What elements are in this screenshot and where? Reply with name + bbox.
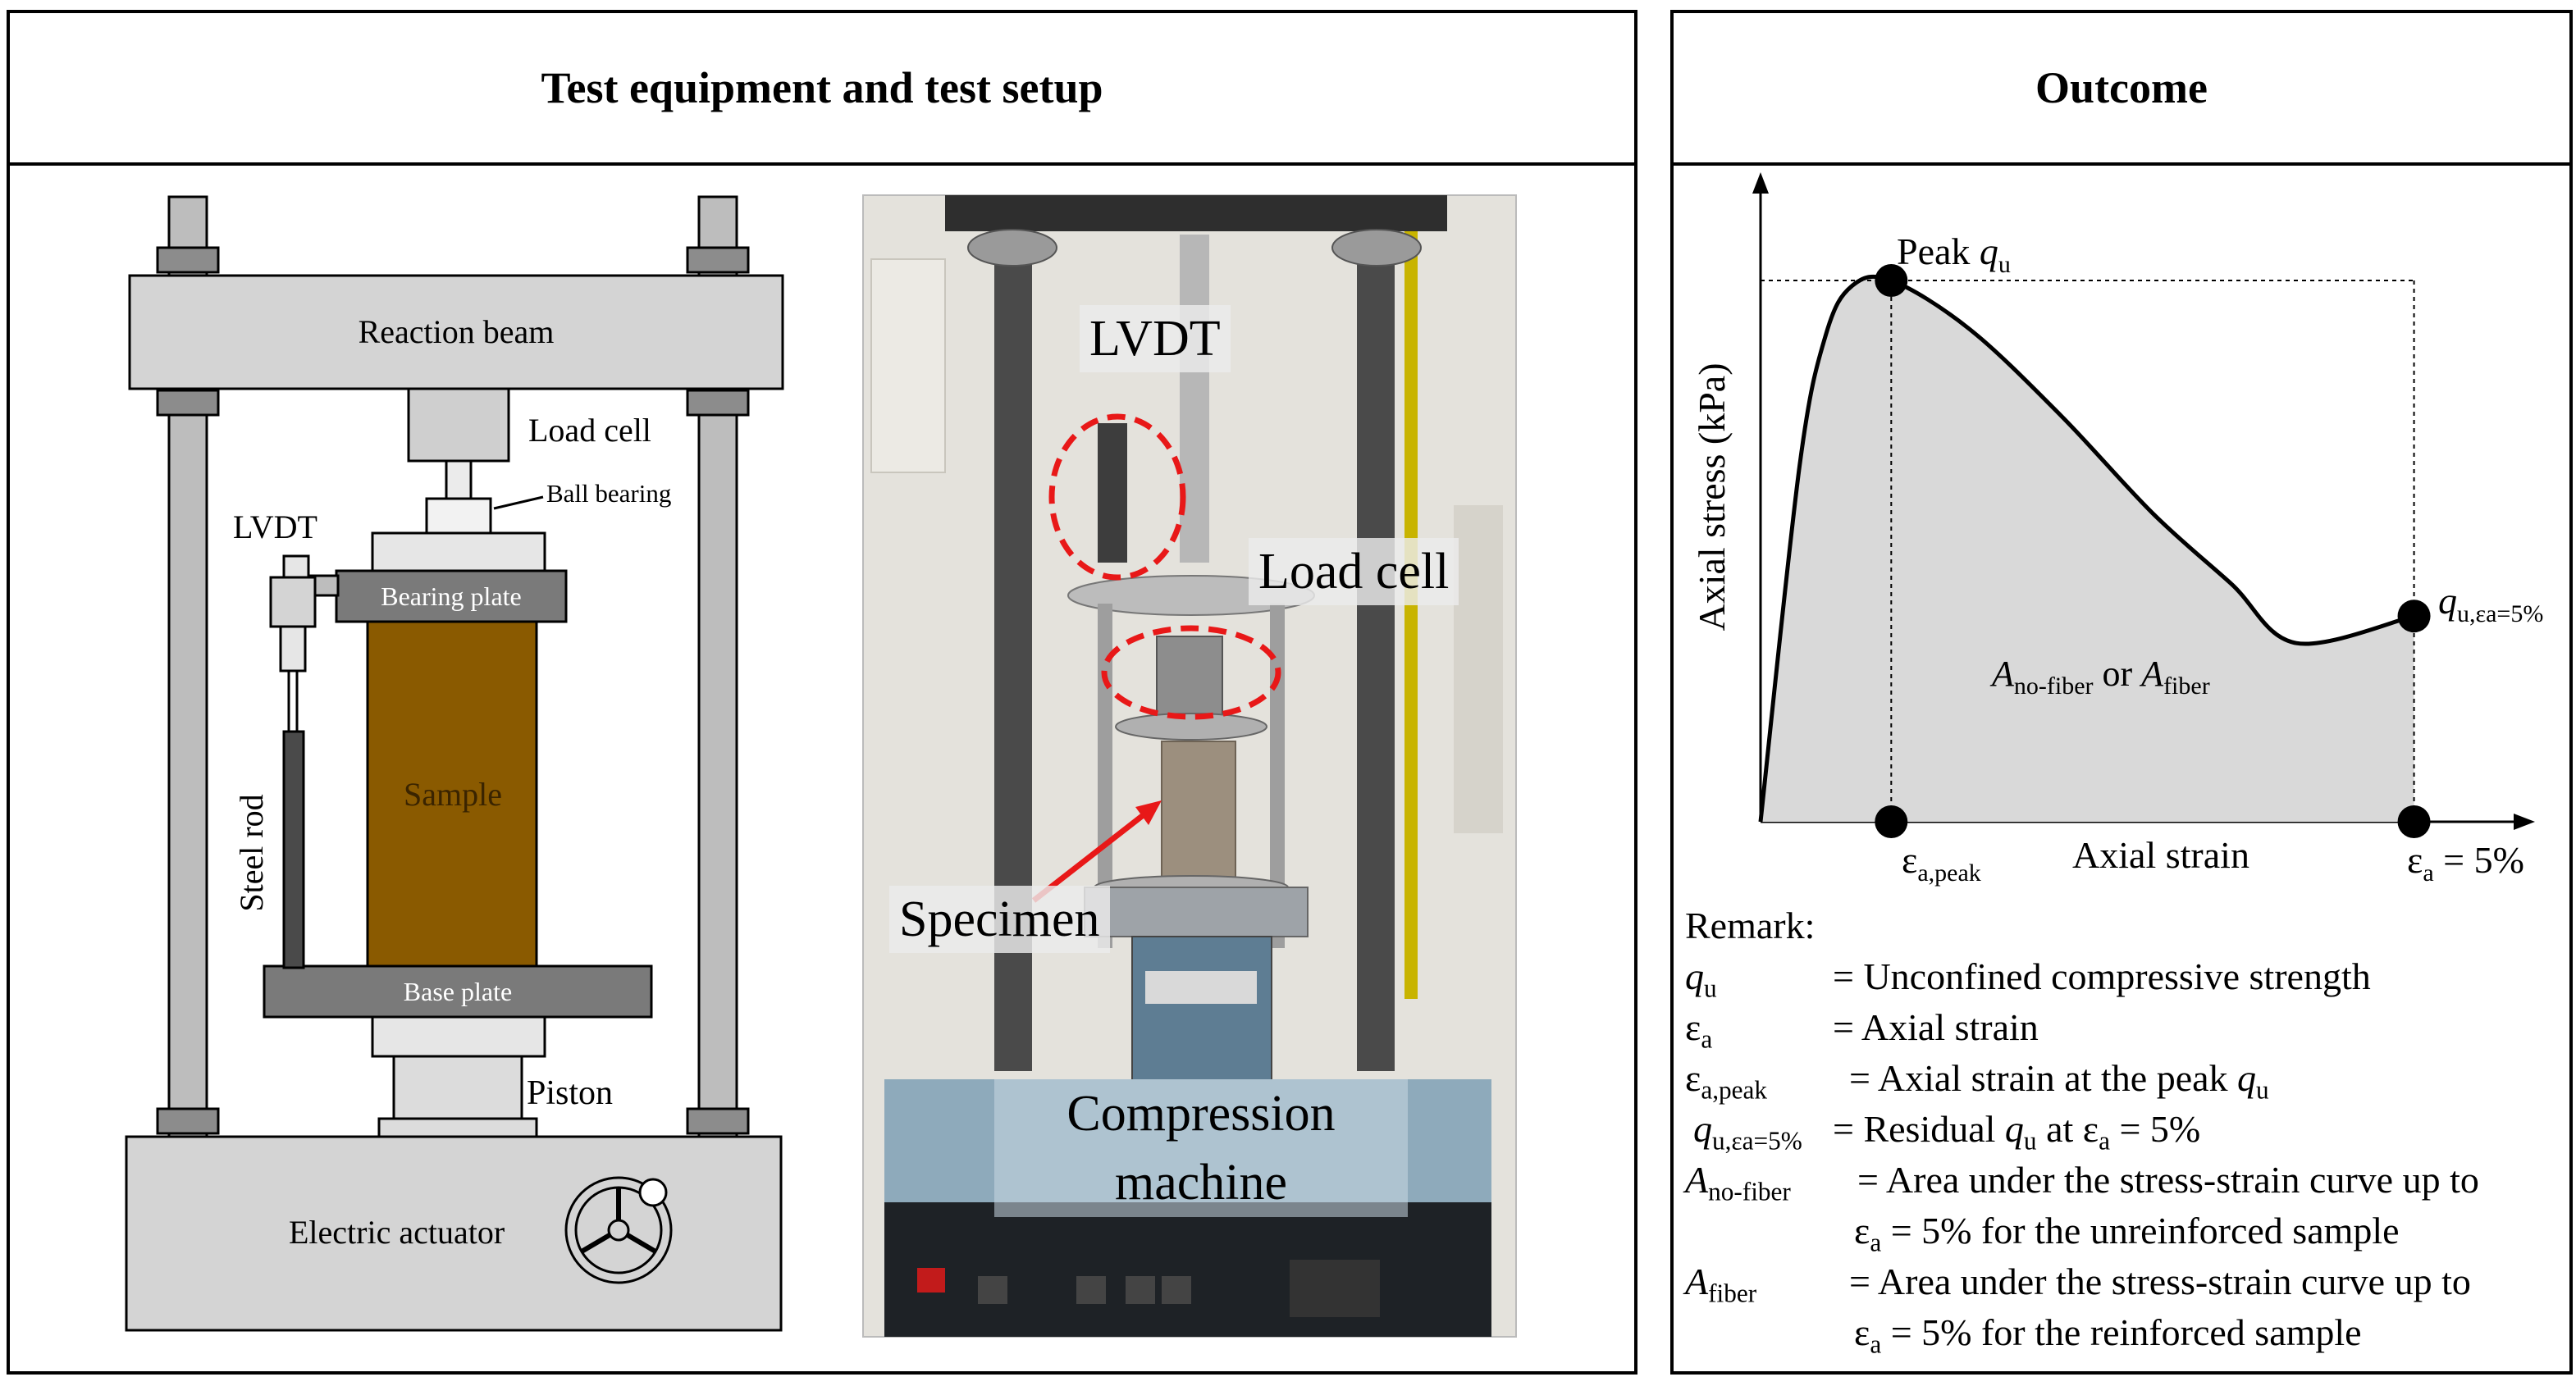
remark-row: qu = Unconfined compressive strength [1685,951,2563,1002]
remark-definition: = Area under the stress-strain curve up … [1849,1261,2471,1302]
steel-rod [282,730,305,969]
remark-continuation: εa = 5% for the reinforced sample [1854,1311,2362,1359]
nut [686,246,750,274]
remark-symbol: Ano-fiber [1685,1159,1791,1206]
right-panel-title: Outcome [1674,13,2569,166]
reaction-beam-label: Reaction beam [359,313,555,350]
apparatus-schematic: Reaction beam Load cell Ball bearing LVD… [125,194,1517,1338]
photo-specimen-label: Specimen [889,886,1110,953]
nut [156,389,220,417]
electric-actuator-label: Electric actuator [289,1214,505,1251]
strain-5pct-point [2397,805,2431,838]
piston [392,1055,523,1124]
ball-bearing [425,497,492,535]
remarks-section: Remark: qu = Unconfined compressive stre… [1685,900,2563,1358]
sample [366,620,538,968]
remark-symbol: qu,εa=5% [1693,1108,1802,1156]
remark-definition: = Unconfined compressive strength [1833,955,2371,997]
lvdt-label: LVDT [233,508,317,545]
x-axis-label: Axial strain [2072,834,2249,876]
remark-definition: = Axial strain [1833,1006,2039,1048]
remark-symbol: εa,peak [1685,1057,1768,1105]
base-plate-label: Base plate [404,977,512,1006]
reaction-beam [128,274,784,390]
remark-row-continuation: εa = 5% for the reinforced sample [1685,1307,2563,1358]
photo-machine-line2: machine [1114,1155,1287,1210]
load-cell [407,387,510,463]
photo-load-cell-label: Load cell [1249,538,1459,605]
peak-strain-label: εa,peak [1902,839,1981,887]
handwheel-icon [564,1176,673,1284]
base-plate [263,964,653,1019]
y-axis-label: Axial stress (kPa) [1691,362,1733,631]
remark-row: Ano-fiber = Area under the stress-strain… [1685,1155,2563,1206]
remark-row: εa,peak = Axial strain at the peak qu [1685,1053,2563,1104]
nut [156,1107,220,1135]
area-under-curve [1761,276,2414,823]
area-label: Ano-fiber or Afiber [1989,654,2210,700]
remark-row: εa = Axial strain [1685,1002,2563,1053]
remark-symbol: Afiber [1685,1261,1757,1308]
piston-label: Piston [527,1074,613,1112]
ball-bearing-stem [445,459,473,500]
remark-continuation: εa = 5% for the unreinforced sample [1854,1210,2400,1257]
photo-compression-machine-label: Compression machine [994,1079,1408,1217]
remark-definition: = Area under the stress-strain curve up … [1857,1159,2479,1201]
remark-row: qu,εa=5% = Residual qu at εa = 5% [1685,1104,2563,1155]
remark-row-continuation: εa = 5% for the unreinforced sample [1685,1206,2563,1256]
load-cell-label: Load cell [528,412,651,449]
x-axis-arrow [2514,814,2535,830]
remarks-title: Remark: [1685,905,1816,946]
remark-definition: = Residual qu at εa = 5% [1833,1108,2201,1156]
top-cap [371,531,546,572]
remark-definition: = Axial strain at the peak qu [1849,1057,2269,1105]
outcome-panel: Outcome Axial stress (kPa) Axial strain … [1670,10,2573,1375]
piston-upper [371,1015,546,1058]
stress-strain-curve [1758,274,2415,823]
y-axis-arrow [1752,172,1769,194]
nut [686,389,750,417]
lvdt-body [269,576,317,628]
electric-actuator [125,1135,783,1332]
piston-base [377,1117,538,1138]
peak-label: Peak qu [1897,230,2011,278]
lvdt-probe [279,625,307,672]
lvdt-top [282,554,310,581]
sample-label: Sample [404,776,502,813]
peak-point [1875,264,1908,297]
nut [686,1107,750,1135]
remark-symbol: qu [1685,955,1717,1003]
photo-lvdt-label: LVDT [1080,305,1231,372]
left-panel-title: Test equipment and test setup [10,13,1634,166]
bearing-plate-label: Bearing plate [381,581,521,611]
remark-symbol: εa [1685,1006,1713,1054]
test-setup-panel: Test equipment and test setup [7,10,1637,1375]
lvdt-rod [287,669,299,733]
residual-label: qu,εa=5% [2438,580,2543,627]
steel-rod-label: Steel rod [233,794,270,911]
residual-point [2397,600,2431,633]
strain-5pct-label: εa = 5% [2407,839,2524,887]
peak-strain-point [1875,805,1908,838]
nut [156,246,220,274]
remark-row: Afiber = Area under the stress-strain cu… [1685,1256,2563,1307]
stress-strain-chart: Axial stress (kPa) Axial strain Peak qu … [1691,172,2543,887]
photo-machine-line1: Compression [1066,1086,1336,1142]
load-cell-highlight [1101,625,1281,720]
lvdt-highlight [1048,413,1186,581]
ball-bearing-label: Ball bearing [546,479,671,508]
